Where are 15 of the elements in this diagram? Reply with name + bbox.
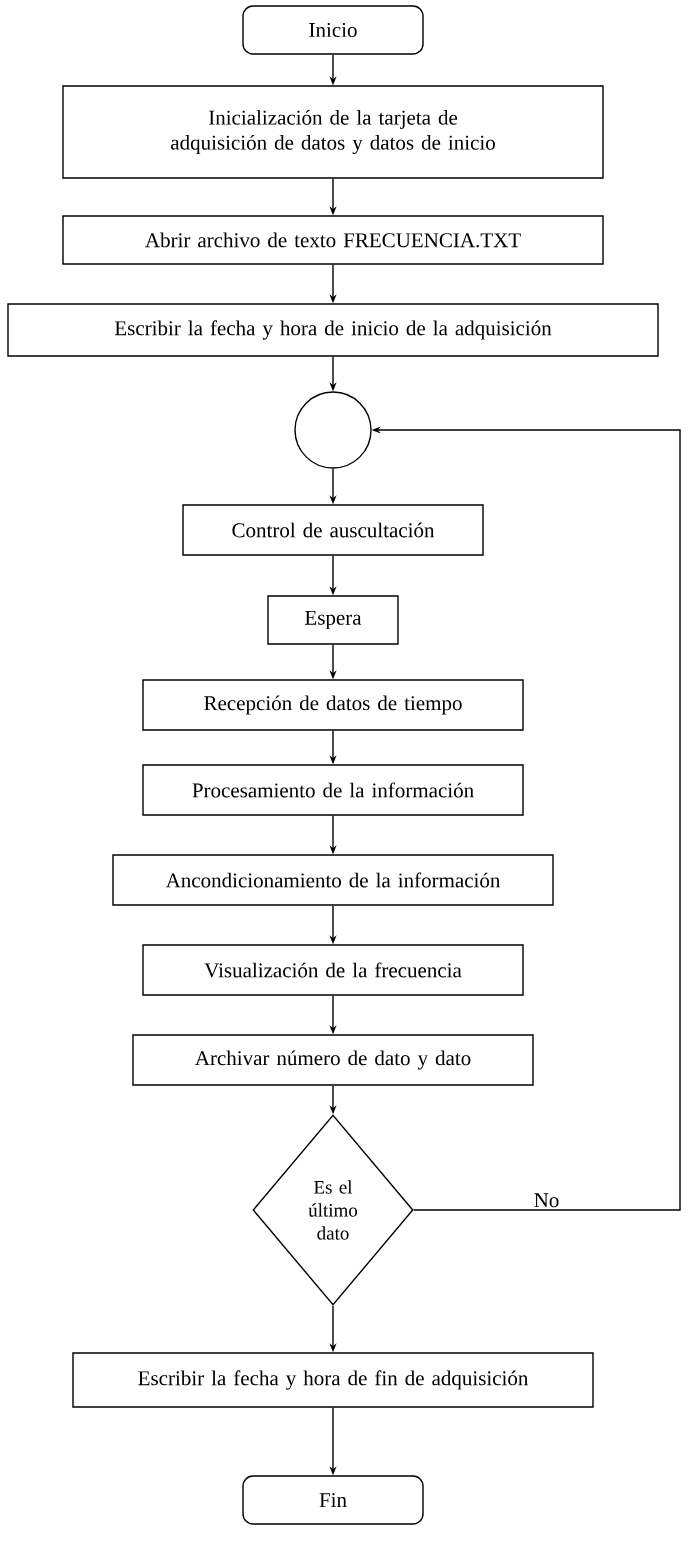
process-box: Archivar número de dato y dato: [132, 1034, 534, 1086]
process-box: Inicialización de la tarjeta de adquisición de datos y datos de inicio: [62, 85, 604, 179]
terminal-box: Inicio: [242, 5, 424, 55]
process-box: Abrir archivo de texto FRECUENCIA.TXT: [62, 215, 604, 265]
process-box: Ancondicionamiento de la información: [112, 854, 554, 906]
edge-label: No: [532, 1192, 561, 1209]
process-box: Control de auscultación: [182, 504, 484, 556]
process-box: Espera: [267, 595, 399, 645]
process-box: Procesamiento de la información: [142, 764, 524, 816]
terminal-box: Fin: [242, 1475, 424, 1525]
process-box: Recepción de datos de tiempo: [142, 679, 524, 731]
process-box: Escribir la fecha y hora de fin de adquisición: [72, 1352, 594, 1408]
connector-circle: [294, 391, 372, 469]
process-box: Escribir la fecha y hora de inicio de la adquisición: [7, 303, 659, 357]
process-box: Visualización de la frecuencia: [142, 944, 524, 996]
